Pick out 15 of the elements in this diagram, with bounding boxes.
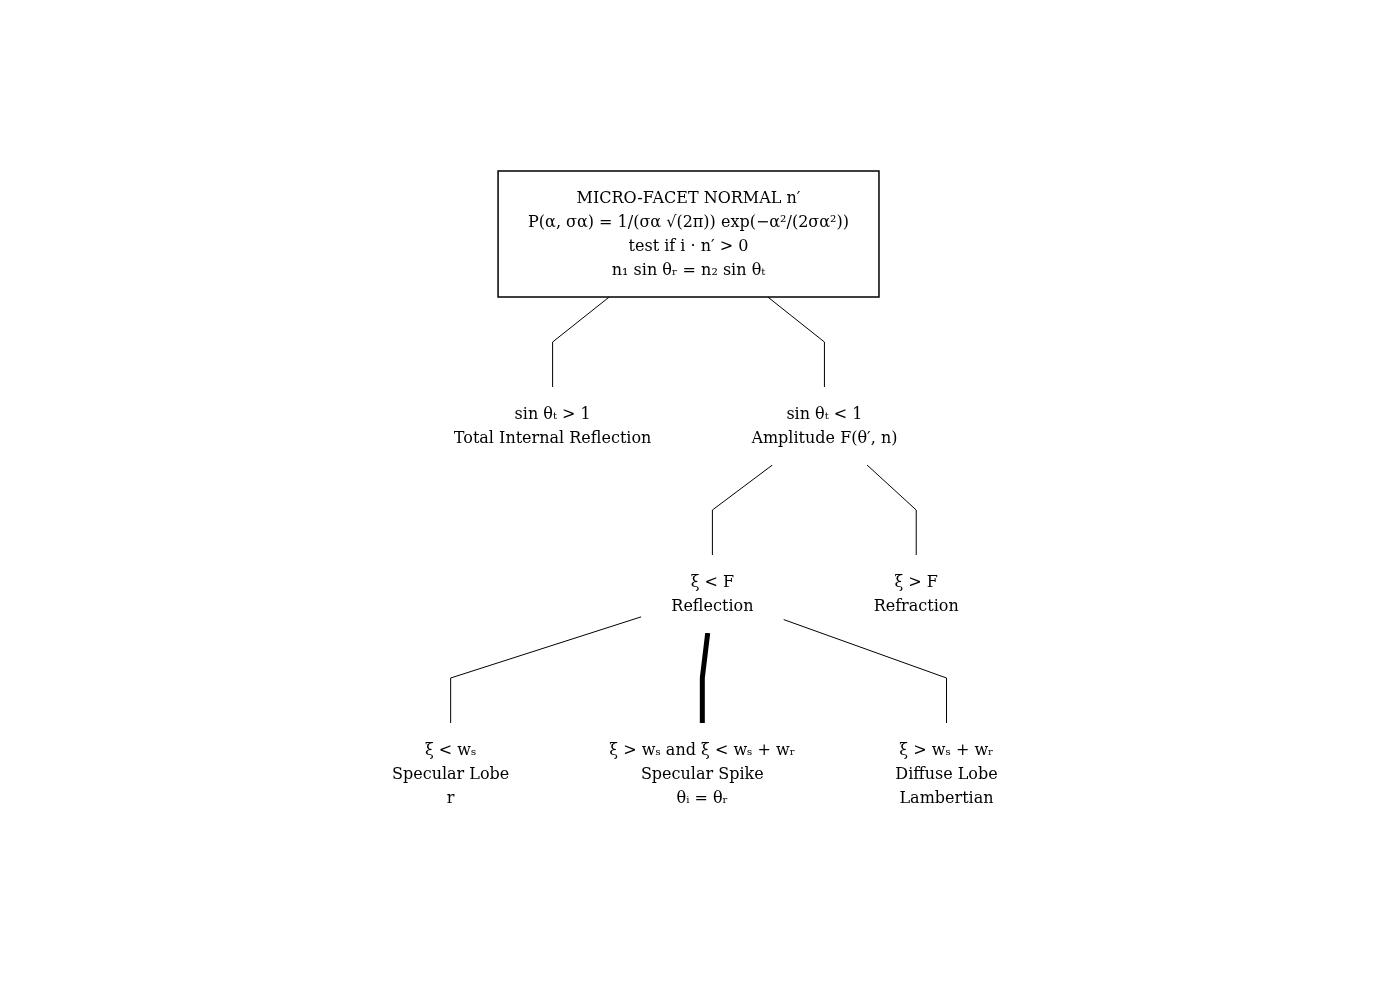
connector xyxy=(766,296,825,387)
connector xyxy=(866,464,917,555)
connector xyxy=(699,632,710,723)
connector xyxy=(449,615,642,723)
node-text: sin θₜ < 1 Amplitude F(θ′, n) xyxy=(751,403,898,447)
node-text: ξ > wₛ and ξ < wₛ + wᵣ Specular Spike θᵢ = θᵣ xyxy=(608,739,795,807)
node-text: ξ < F Reflection xyxy=(670,571,754,615)
node-box: MICRO-FACET NORMAL n′ P(α, σα) = 1/(σα √(2π)) exp(−α²/(2σα²)) test if i · n′ > 0 n₁ sin θᵣ = n₂ sin θₜ xyxy=(496,169,880,298)
node-text: ξ < wₛ Specular Lobe r xyxy=(391,739,509,807)
connector xyxy=(782,618,947,723)
node-text: ξ > F Refraction xyxy=(873,571,959,615)
node-text: sin θₜ > 1 Total Internal Reflection xyxy=(453,403,652,447)
connector xyxy=(711,464,773,555)
connector xyxy=(551,296,610,387)
node-text: ξ > wₛ + wᵣ Diffuse Lobe Lambertian xyxy=(894,739,998,807)
